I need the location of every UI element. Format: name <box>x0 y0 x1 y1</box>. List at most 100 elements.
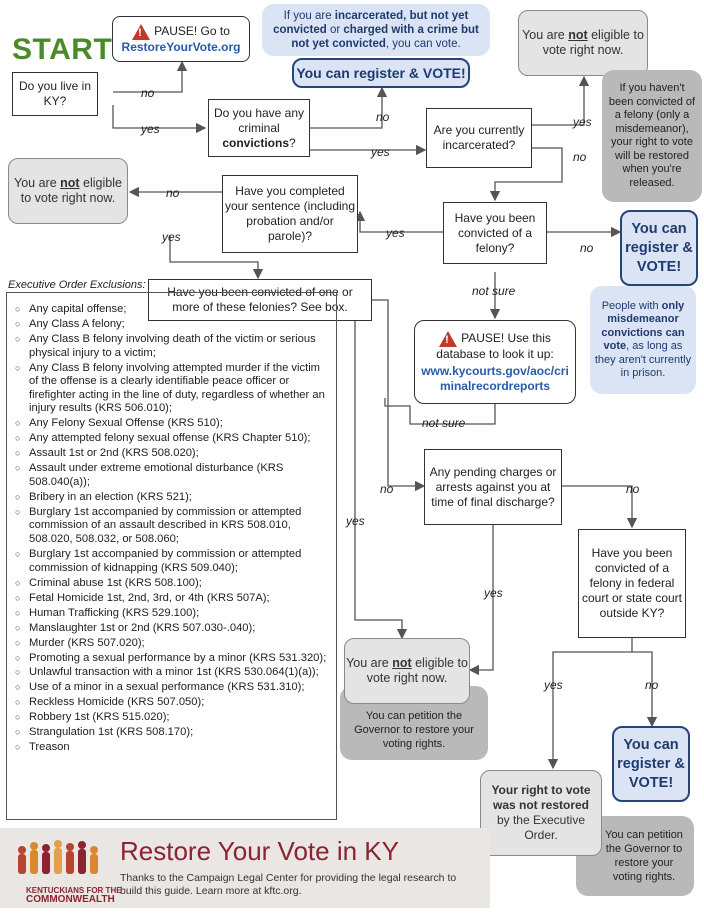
misdemeanor-note: If you haven't been convicted of a felon… <box>602 70 702 202</box>
pause-box-db: PAUSE! Use this database to look it up: … <box>414 320 576 404</box>
not-restored-box: Your right to vote was not restored by t… <box>480 770 602 856</box>
label-yes-6: yes <box>346 514 365 528</box>
q-federal-text: Have you been convicted of a felony in f… <box>581 546 683 620</box>
register-vote-top-text: You can register & VOTE! <box>296 64 466 81</box>
exclusion-item: Treason <box>15 741 330 755</box>
exclusion-item: Manslaughter 1st or 2nd (KRS 507.030-.04… <box>15 622 330 636</box>
inc-note-b2: charged with a crime but not yet convict… <box>291 24 479 50</box>
exclusion-item: Strangulation 1st (KRS 508.170); <box>15 726 330 740</box>
label-no-3: no <box>573 150 587 164</box>
pause-db-title-text: PAUSE! Use this database to look it up: <box>436 330 554 361</box>
q-pending-charges: Any pending charges or arrests against y… <box>424 449 562 525</box>
q-live-in-ky-text: Do you live in KY? <box>18 79 92 108</box>
exclusion-item: Fetal Homicide 1st, 2nd, 3rd, or 4th (KR… <box>15 592 330 606</box>
footer-text: Thanks to the Campaign Legal Center for … <box>120 872 457 897</box>
q-incarcerated: Are you currently incarcerated? <box>426 108 532 168</box>
q-criminal-convictions: Do you have any criminal convictions? <box>208 99 310 157</box>
inc-note-b1: incarcerated, but not yet convicted <box>273 10 469 36</box>
q-felony-text: Have you been convicted of a felony? <box>454 210 536 255</box>
om-post: , as long as they aren't currently in pr… <box>594 340 692 379</box>
label-yes-1: yes <box>141 122 160 136</box>
ne2-pre: You are <box>14 176 61 190</box>
start-title: START <box>12 33 113 66</box>
pause-top-link[interactable]: RestoreYourVote.org <box>121 39 241 54</box>
incarcerated-note: If you are incarcerated, but not yet con… <box>262 4 490 56</box>
exclusion-item: Any Felony Sexual Offense (KRS 510); <box>15 417 330 431</box>
not-eligible-bottom: You are not eligible to vote right now. <box>344 638 470 704</box>
label-yes-7: yes <box>484 586 503 600</box>
label-not-sure-2: not sure <box>422 416 466 430</box>
pause-db-link[interactable]: www.kycourts.gov/aoc/criminalrecordrepor… <box>421 363 569 393</box>
exclusion-item: Burglary 1st accompanied by commission o… <box>15 548 330 575</box>
q-criminal-post: ? <box>289 135 296 150</box>
label-yes-5: yes <box>386 226 405 240</box>
exclusion-item: Murder (KRS 507.020); <box>15 637 330 651</box>
petition-bottom-text: You can petition the Governor to restore… <box>605 829 683 883</box>
q-federal-court: Have you been convicted of a felony in f… <box>578 529 686 638</box>
label-no-7: no <box>626 482 640 496</box>
label-yes-8: yes <box>544 678 563 692</box>
label-no-1: no <box>141 86 155 100</box>
not-restored-post: by the Executive Order. <box>496 813 586 842</box>
exclusion-item: Unlawful transaction with a minor 1st (K… <box>15 666 330 680</box>
exclusion-item: Use of a minor in a sexual performance (… <box>15 681 330 695</box>
exclusion-item: Human Trafficking (KRS 529.100); <box>15 607 330 621</box>
q-completed-text: Have you completed your sentence (includ… <box>224 184 356 243</box>
register-vote-top: You can register & VOTE! <box>292 58 470 88</box>
exec-order-title: Executive Order Exclusions: <box>8 279 146 291</box>
label-no-4: no <box>166 186 180 200</box>
label-yes-3: yes <box>573 115 592 129</box>
register-vote-right-text: You can register & VOTE! <box>625 220 693 275</box>
exclusion-item: Criminal abuse 1st (KRS 508.100); <box>15 577 330 591</box>
exclusion-item: Any Class B felony involving attempted m… <box>15 362 330 416</box>
ne3-post: eligible to vote right now. <box>366 656 468 685</box>
exclusion-item: Bribery in an election (KRS 521); <box>15 491 330 505</box>
ne2-post: eligible to vote right now. <box>20 176 122 205</box>
exclusion-item: Any Class A felony; <box>15 318 330 332</box>
q-criminal-pre: Do you have any criminal <box>213 105 305 135</box>
inc-note-pre: If you are <box>283 10 335 22</box>
label-yes-2: yes <box>371 145 390 159</box>
label-not-sure-1: not sure <box>472 284 516 298</box>
warning-icon <box>132 23 151 41</box>
pause-top-line: PAUSE! Go to <box>132 23 230 41</box>
exclusion-item: Assault under extreme emotional disturba… <box>15 462 330 489</box>
org-line-1: KENTUCKIANS FOR THE <box>26 886 122 895</box>
pause-top-title: PAUSE! Go to <box>154 23 230 38</box>
label-no-8: no <box>645 678 659 692</box>
register-vote-bottom: You can register & VOTE! <box>612 726 690 802</box>
q-felony: Have you been convicted of a felony? <box>443 202 547 264</box>
pause-box-top: PAUSE! Go to RestoreYourVote.org <box>112 16 250 62</box>
ne1-post: eligible to vote right now. <box>542 28 644 57</box>
ne1-not: not <box>568 28 588 42</box>
label-yes-4: yes <box>162 230 181 244</box>
exclusion-item: Any capital offense; <box>15 303 330 317</box>
exclusions-list: Any capital offense;Any Class A felony; A… <box>7 293 336 755</box>
ne1-pre: You are <box>522 28 569 42</box>
register-vote-right: You can register & VOTE! <box>620 210 698 286</box>
not-restored-bold: Your right to vote was not restored <box>491 783 591 812</box>
label-no-5: no <box>580 241 594 255</box>
q-incarcerated-text: Are you currently incarcerated? <box>433 123 525 152</box>
om-pre: People with <box>601 299 662 312</box>
kftc-logo <box>18 840 98 874</box>
exclusion-item: Robbery 1st (KRS 515.020); <box>15 711 330 725</box>
exclusion-item: Reckless Homicide (KRS 507.050); <box>15 696 330 710</box>
ne3-pre: You are <box>346 656 393 670</box>
pause-db-title: PAUSE! Use this database to look it up: <box>421 330 569 362</box>
petition-mid-text: You can petition the Governor to restore… <box>354 710 474 750</box>
exclusion-item: Promoting a sexual performance by a mino… <box>15 652 330 666</box>
q-criminal-bold: convictions <box>222 135 289 150</box>
exclusions-box: Any capital offense;Any Class A felony; A… <box>6 292 337 820</box>
footer: KENTUCKIANS FOR THE COMMONWEALTH Restore… <box>0 828 490 908</box>
label-no-6: no <box>380 482 394 496</box>
exclusion-item: Burglary 1st accompanied by commission o… <box>15 506 330 547</box>
label-no-2: no <box>376 110 390 124</box>
org-line-2: COMMONWEALTH <box>26 894 115 905</box>
inc-note-post: , you can vote. <box>385 38 461 50</box>
exclusion-item: Any attempted felony sexual offense (KRS… <box>15 432 330 446</box>
register-vote-bottom-text: You can register & VOTE! <box>617 736 685 791</box>
om-bold: only misdemeanor convictions can vote <box>601 299 685 353</box>
kftc-org-name: KENTUCKIANS FOR THE COMMONWEALTH <box>26 886 122 905</box>
